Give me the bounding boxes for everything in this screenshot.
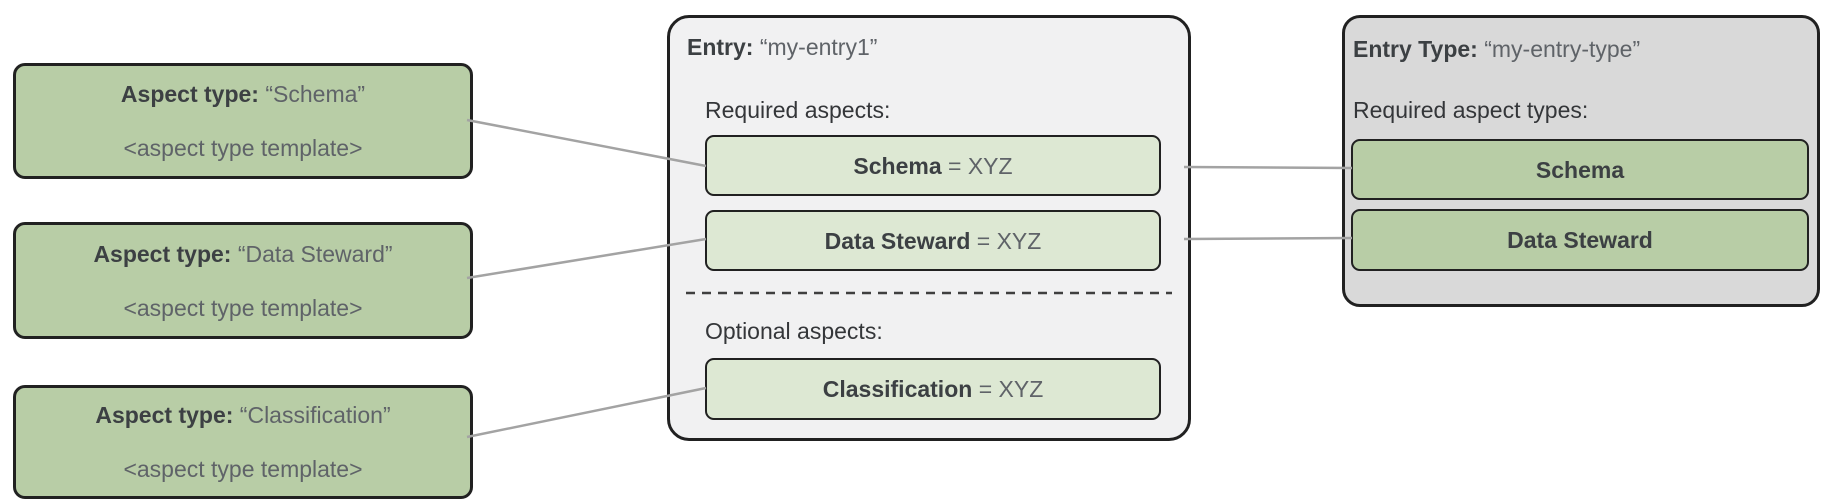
entry-title: Entry: “my-entry1” — [687, 33, 877, 61]
aspect-chip-data-steward: Data Steward = XYZ — [705, 210, 1161, 271]
aspect-type-title: Aspect type: “Data Steward” — [93, 240, 392, 268]
aspect-type-node-data-steward: Aspect type: “Data Steward” <aspect type… — [13, 222, 473, 339]
connector-entry-schema-to-type — [1183, 165, 1353, 170]
entry-type-label: Entry Type: — [1353, 36, 1478, 62]
aspect-type-chip-schema: Schema — [1351, 139, 1809, 200]
entry-type-name: “my-entry-type” — [1484, 36, 1641, 62]
aspect-chip-schema: Schema = XYZ — [705, 135, 1161, 196]
aspect-type-chip-data-steward: Data Steward — [1351, 209, 1809, 271]
aspect-chip-text: Classification = XYZ — [822, 376, 1044, 402]
aspect-type-name: “Data Steward” — [237, 240, 393, 267]
aspect-chip-classification: Classification = XYZ — [705, 358, 1161, 420]
aspect-type-node-classification: Aspect type: “Classification” <aspect ty… — [13, 385, 473, 499]
entry-name: “my-entry1” — [759, 34, 878, 60]
aspect-type-node-schema: Aspect type: “Schema” <aspect type templ… — [13, 63, 473, 179]
entry-type-title: Entry Type: “my-entry-type” — [1353, 35, 1640, 63]
aspect-chip-text: Schema = XYZ — [853, 152, 1013, 179]
aspect-type-label: Aspect type: — [120, 81, 259, 107]
aspect-type-label: Aspect type: — [93, 240, 232, 267]
aspect-type-title: Aspect type: “Schema” — [121, 80, 365, 108]
aspect-type-name: “Classification” — [239, 402, 391, 428]
aspect-type-label: Aspect type: — [95, 402, 234, 428]
entry-type-panel: Entry Type: “my-entry-type” Required asp… — [1342, 15, 1820, 307]
aspect-type-template: <aspect type template> — [123, 456, 363, 482]
aspect-type-title: Aspect type: “Classification” — [95, 401, 390, 429]
connector-entry-data-steward-to-type — [1183, 236, 1353, 241]
optional-aspects-heading: Optional aspects: — [705, 318, 883, 344]
aspect-type-name: “Schema” — [265, 81, 366, 107]
aspect-chip-text: Data Steward = XYZ — [824, 227, 1042, 254]
aspect-type-template: <aspect type template> — [123, 135, 363, 161]
required-aspects-heading: Required aspects: — [705, 97, 891, 123]
required-aspect-types-heading: Required aspect types: — [1353, 97, 1589, 123]
entry-label: Entry: — [687, 34, 754, 60]
aspect-type-template: <aspect type template> — [123, 294, 363, 321]
entry-panel: Entry: “my-entry1” Required aspects: Sch… — [667, 15, 1191, 441]
